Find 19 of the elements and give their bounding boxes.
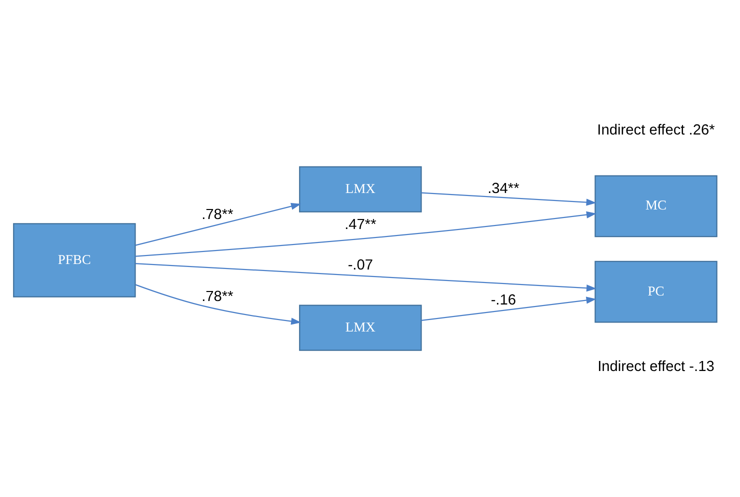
edge-label: -.16 [490,292,516,308]
node-box: MC [594,174,718,237]
node-box: LMX [299,304,422,350]
edge-label: .78** [202,288,234,305]
arrow [135,202,302,246]
edge-label: .34** [488,180,520,197]
arrow [135,262,597,292]
edge-label: .78** [202,206,234,223]
arrow [421,192,596,206]
label: Indirect effect -.13 [598,358,714,375]
edge-label: .47** [344,216,376,233]
edge-label: -.07 [348,257,374,274]
arrow [421,296,596,321]
arrow [135,284,302,324]
arrow [135,210,597,256]
node-box: PC [594,260,718,322]
node-box: PFBC [13,222,136,297]
node-box: LMX [299,166,422,212]
label: Indirect effect .26* [597,122,715,138]
